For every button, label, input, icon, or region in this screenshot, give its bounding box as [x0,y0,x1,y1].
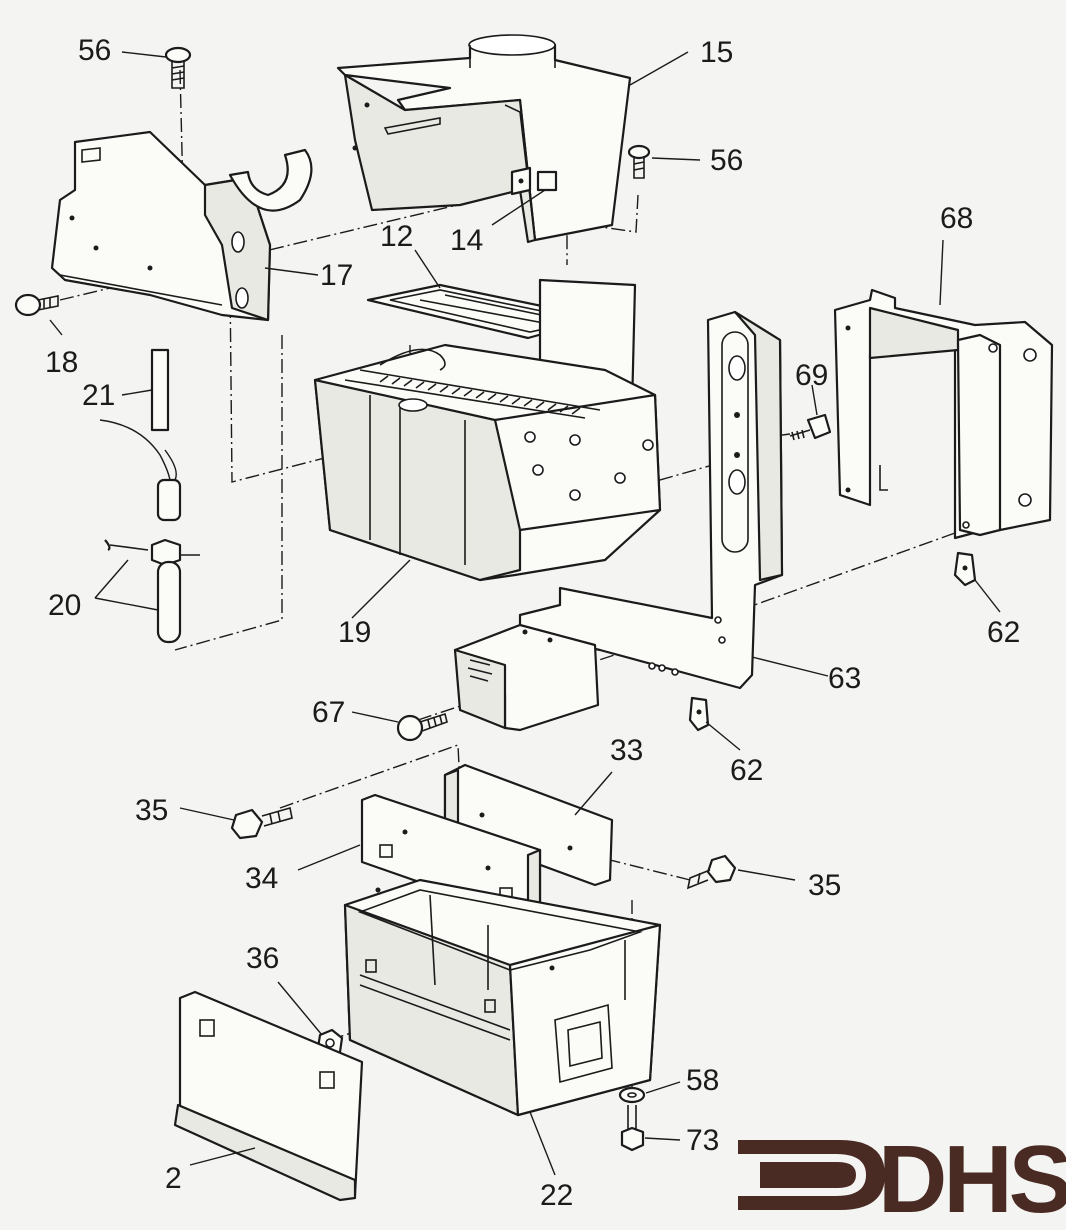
label-56-right: 56 [710,144,743,177]
label-12: 12 [380,220,413,253]
heat-exchanger-fins [379,375,581,415]
label-15: 15 [700,36,733,69]
label-67: 67 [312,696,345,729]
label-2: 2 [165,1162,182,1195]
label-17: 17 [320,259,353,292]
part-2-front-cover [173,990,364,1202]
label-21: 21 [82,379,115,412]
part-35-bolts [230,806,737,890]
part-67-screw [396,712,448,742]
part-control-block [453,623,600,732]
part-68-side-frame [833,288,1054,540]
part-15-flue-hood [336,34,632,244]
label-14: 14 [450,224,483,257]
label-68: 68 [940,202,973,235]
part-62-clips [688,551,977,732]
part-20-sensor [104,538,200,644]
label-35-right: 35 [808,869,841,902]
label-33: 33 [610,734,643,767]
label-73: 73 [686,1124,719,1157]
part-18-screw [14,293,59,317]
label-18: 18 [45,346,78,379]
dhs-logo-arrow-mark [738,1140,885,1210]
part-electrode-lead [99,419,182,522]
label-22: 22 [540,1179,573,1212]
label-62-upper: 62 [987,616,1020,649]
label-20: 20 [48,589,81,622]
part-63-frame [518,310,784,690]
label-63: 63 [828,662,861,695]
part-58-washer [618,1086,646,1104]
leader-lines [49,51,1001,1176]
part-19-heat-exchanger [313,278,662,582]
label-62-lower: 62 [730,754,763,787]
part-56-screws [164,46,651,179]
part-17-side-bracket [50,130,313,322]
part-21-strip [150,348,170,432]
label-34: 34 [245,862,278,895]
label-36: 36 [246,942,279,975]
label-56-top: 56 [78,34,111,67]
part-14-clip [510,166,532,196]
label-69: 69 [795,359,828,392]
label-58: 58 [686,1064,719,1097]
part-22-base-box [343,878,662,1117]
dhs-logo-text: DHS [878,1126,1066,1230]
part-labels: 56 15 56 14 12 68 17 18 21 69 20 19 62 6… [45,34,1020,1212]
label-19: 19 [338,616,371,649]
part-73-bolt [620,1105,645,1152]
part-69-screw [789,413,832,441]
dhs-logo: DHS [738,1126,1066,1230]
label-35-left: 35 [135,794,168,827]
